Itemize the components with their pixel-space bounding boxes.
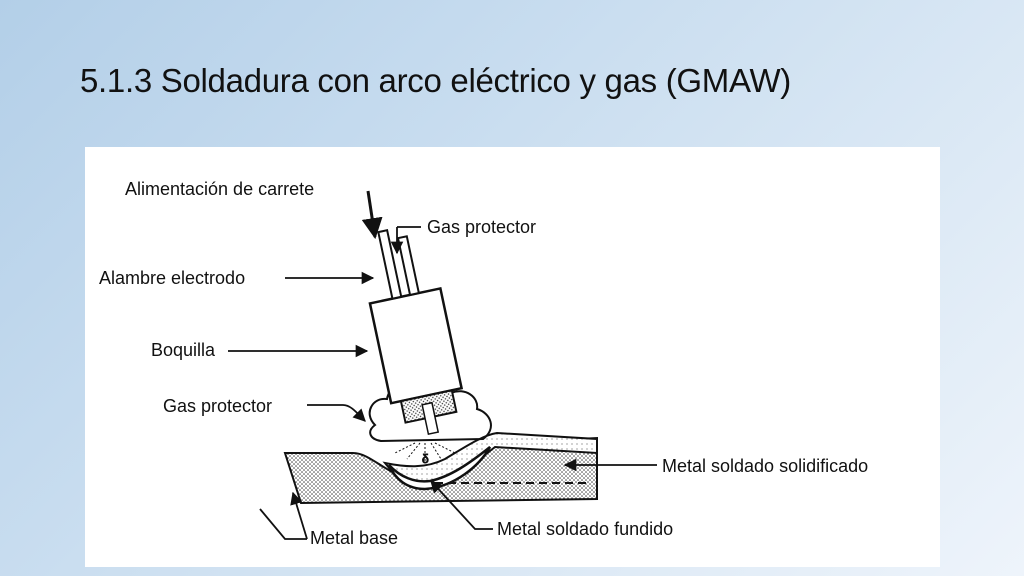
- label-nozzle: Boquilla: [151, 340, 216, 360]
- gmaw-diagram: δ Alimentación de carrete Gas protector …: [85, 147, 940, 567]
- label-molten: Metal soldado fundido: [497, 519, 673, 539]
- leader-base: [259, 508, 307, 540]
- label-base: Metal base: [310, 528, 398, 548]
- arc-spray: δ: [394, 442, 456, 467]
- leader-feed: [361, 190, 383, 240]
- leader-base-arrow: [290, 491, 308, 540]
- label-electrode: Alambre electrodo: [99, 268, 245, 288]
- svg-text:δ: δ: [422, 452, 429, 466]
- leader-shield-gas-side: [307, 404, 366, 422]
- label-feed: Alimentación de carrete: [125, 179, 314, 199]
- leader-molten: [430, 480, 493, 530]
- label-solidified: Metal soldado solidificado: [662, 456, 868, 476]
- welding-torch: [368, 229, 464, 436]
- label-shield-gas-side: Gas protector: [163, 396, 272, 416]
- slide-title: 5.1.3 Soldadura con arco eléctrico y gas…: [80, 62, 791, 99]
- label-shield-gas-top: Gas protector: [427, 217, 536, 237]
